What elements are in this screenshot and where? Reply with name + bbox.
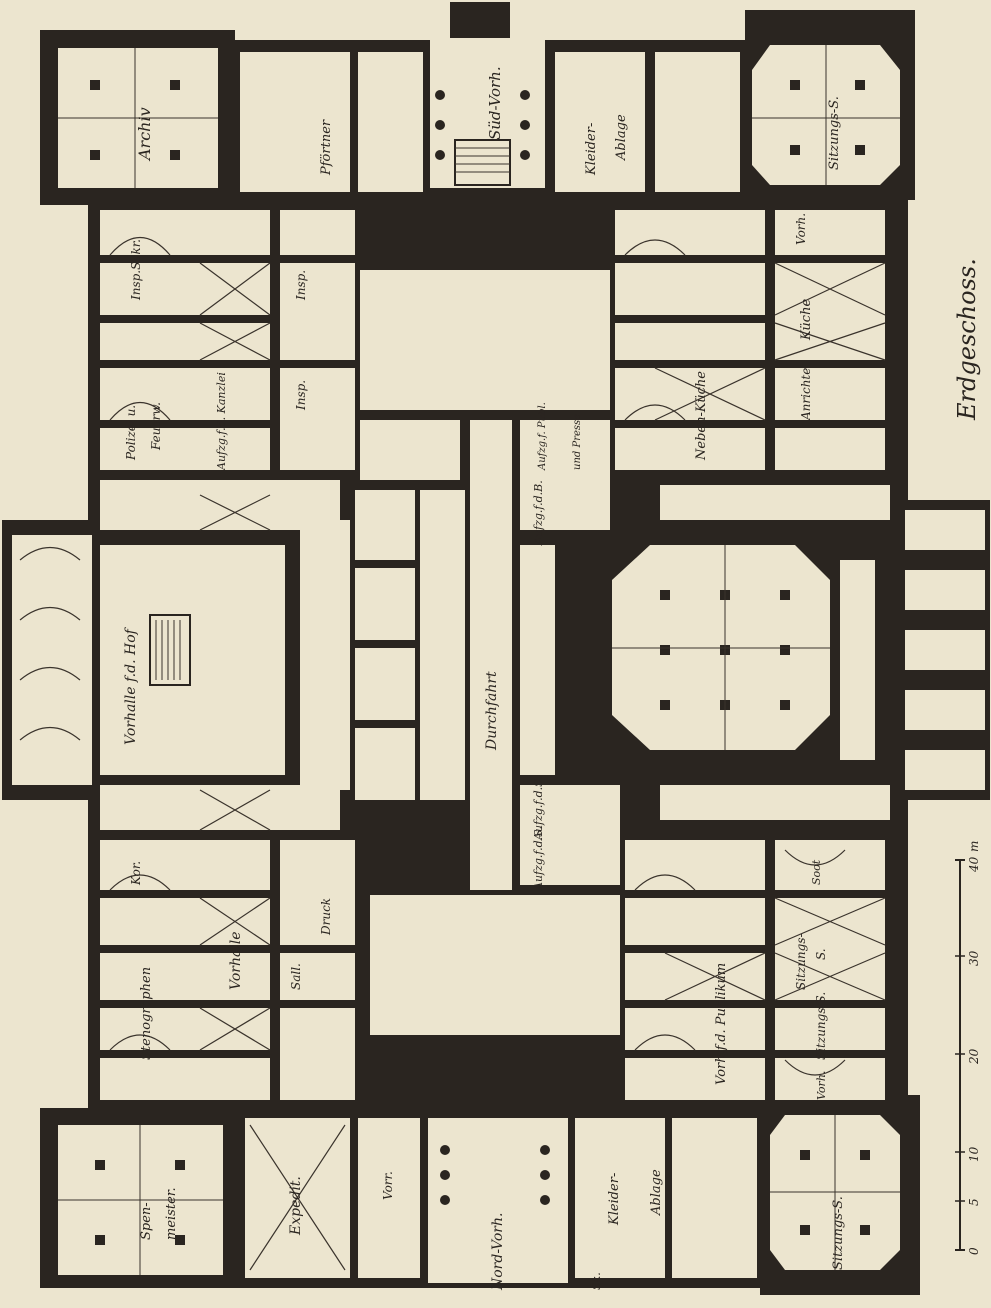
label-vorhalle-hof: Vorhalle f.d. Hof	[123, 626, 139, 745]
label-sall: Sall.	[289, 963, 303, 990]
plan-title: Erdgeschoss.	[953, 258, 981, 421]
label-aufzg-ds: Aufzg.f.d.S.	[532, 776, 545, 841]
label-druck: Druck	[319, 898, 333, 936]
label-sued-vorh: Süd-Vorh.	[486, 66, 504, 140]
label-sitzungs-mid2: S.	[814, 948, 828, 960]
label-meister: meister.	[164, 1187, 179, 1240]
label-sitzungs-mid: Sitzungs-	[794, 933, 808, 990]
label-spen: Spen-	[139, 1202, 154, 1240]
label-nord-vorh: Nord-Vorh.	[490, 1213, 506, 1291]
label-kueche: Küche	[799, 299, 814, 341]
label-pfoertner: Pförtner	[319, 119, 334, 176]
label-aufzg-fds: Aufzg.f.d.S.	[532, 826, 545, 891]
label-aufzg-bund: Aufzg.f.d.B.	[532, 480, 545, 546]
room-labels: Archiv Pförtner Süd-Vorh. Kleider- Ablag…	[123, 66, 846, 1291]
label-vorr: Vorr.	[381, 1171, 395, 1200]
label-sitzungs-low: Sitzungs-S.	[814, 992, 828, 1060]
scale-tick-30: 30	[967, 950, 981, 966]
label-insp-2: Insp.	[294, 380, 308, 411]
label-ablage-top: Ablage	[614, 114, 629, 161]
label-durchfahrt: Durchfahrt	[484, 671, 500, 751]
label-sitzungs-bot: Sitzungs-S.	[831, 1196, 846, 1270]
label-vorh-k: Vorh.	[794, 213, 808, 245]
scale-tick-10: 10	[967, 1146, 981, 1162]
label-feuerw: Feuerw.	[149, 402, 163, 451]
label-kleider-top: Kleider-	[584, 123, 599, 176]
scale-tick-0: 0	[967, 1247, 981, 1255]
label-kleider-bot: Kleider-	[607, 1173, 622, 1226]
vault-patterns	[19, 45, 900, 1275]
label-insp-sekr: Insp.Sekr.	[129, 239, 143, 301]
label-neben-kueche: Neben-Küche	[694, 371, 709, 461]
label-aufzg-publ: Aufzg.f. Publ.	[537, 402, 548, 471]
label-polizei: Polizei u.	[124, 405, 138, 461]
scale-tick-40: 40	[967, 856, 981, 873]
label-vorh-publikum: Vorh.f.d. Publikum	[714, 963, 729, 1085]
label-archiv: Archiv	[135, 107, 154, 162]
label-kor: Kor.	[129, 861, 143, 886]
label-ablage-bot: Ablage	[649, 1169, 664, 1216]
label-insp-1: Insp.	[294, 270, 308, 301]
label-expedit: Expedit.	[288, 1176, 304, 1236]
label-vorhalle: Vorhalle	[228, 931, 244, 990]
label-anrichte: Anrichte	[799, 368, 813, 421]
label-sk: Sk.	[590, 1272, 603, 1290]
scale-unit: m	[967, 841, 981, 852]
label-soot: Soot	[810, 859, 823, 885]
label-stenographen: Stenographen	[139, 967, 154, 1060]
scale-bar: 0 5 10 20 30 40 m	[955, 841, 981, 1255]
scale-tick-5: 5	[967, 1198, 981, 1206]
scale-tick-20: 20	[967, 1048, 981, 1065]
label-sitzungs-top: Sitzungs-S.	[827, 96, 842, 170]
label-und-presse: und Presse	[572, 414, 583, 470]
label-aufzg-kanzlei: Aufzg.f.d. Kanzlei	[215, 372, 228, 471]
label-vorh-2: Vorh.	[815, 1071, 828, 1100]
